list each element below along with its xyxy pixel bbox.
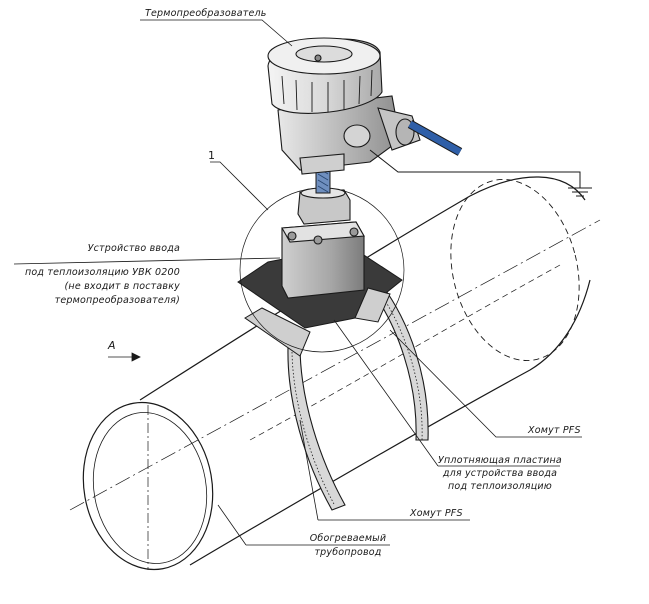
leader-pipe (217, 504, 390, 546)
label-plate-l3: под теплоизоляцию (448, 481, 552, 492)
bolt-icon (349, 227, 359, 237)
label-plate-l1: Уплотняющая пластина (438, 455, 562, 466)
ground-icon (568, 187, 592, 197)
pipe-top-edge (139, 176, 586, 401)
pipe-axis (69, 219, 601, 511)
pipe-bottom-edge (189, 279, 591, 566)
thermo-ribs (281, 69, 373, 112)
leader-clamp-bottom (299, 419, 470, 521)
clamps (287, 279, 429, 511)
entry-device-collar (297, 189, 351, 225)
clamp-right (367, 279, 429, 441)
label-device-l1: Устройство ввода (87, 243, 180, 254)
label-device-l2: под теплоизоляцию УВК 0200 (24, 267, 180, 278)
label-pipe-l1: Обогреваемый (309, 533, 387, 544)
callout-number: 1 (208, 149, 216, 162)
pipe (69, 176, 601, 571)
bolt-icon (313, 235, 323, 245)
plate-bracket-left (244, 307, 311, 357)
leader-device (13, 257, 281, 265)
entry-device (281, 187, 365, 299)
label-clamp-right: Хомут PFS (528, 425, 581, 436)
thermo-boss (343, 124, 371, 148)
leader-lines (13, 19, 582, 546)
thermo-converter (267, 37, 421, 175)
leader-callout-1 (210, 161, 269, 211)
pipe-inner-wall (92, 412, 208, 564)
label-pipe-l2: трубопровод (314, 547, 382, 558)
label-clamp-bottom: Хомут PFS (410, 508, 463, 519)
leader-clamp-right (389, 329, 582, 438)
label-thermo: Термопреобразователь (145, 8, 267, 19)
thermo-body (277, 95, 401, 171)
pipe-far-end (450, 179, 580, 361)
leader-thermo (140, 19, 293, 47)
label-arrow-a: A (108, 339, 116, 352)
plate-bracket-right (354, 287, 391, 323)
leader-plate (333, 319, 560, 467)
clamp-left (287, 344, 346, 511)
bolt-icon (287, 231, 297, 241)
arrow-a-head (131, 352, 141, 362)
ground-wire (369, 149, 592, 197)
label-device-l3: (не входит в поставку (64, 281, 180, 292)
label-device-l4: термопреобразователя) (54, 295, 180, 306)
cable (408, 120, 462, 156)
label-plate-l2: для устройства ввода (442, 468, 558, 479)
